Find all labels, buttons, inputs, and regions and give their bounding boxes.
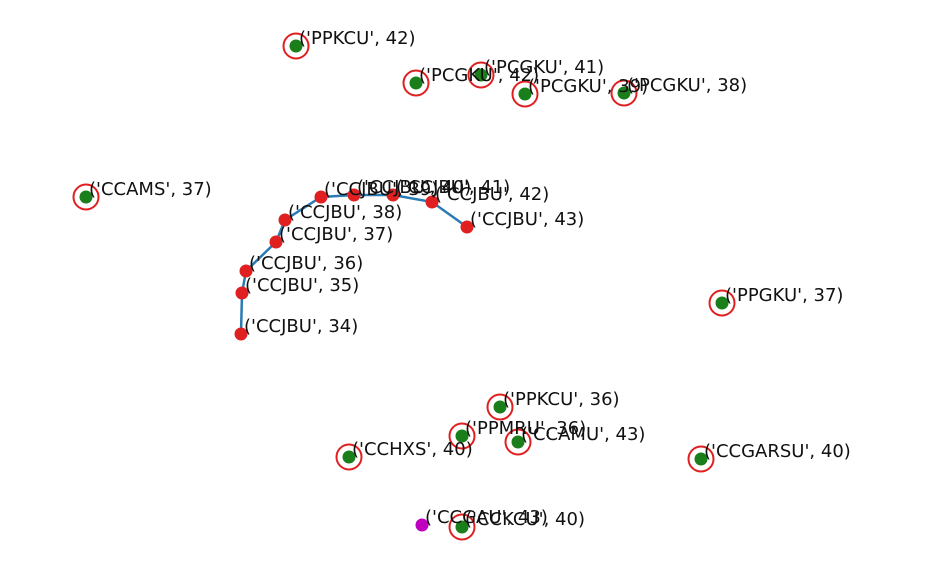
path-point-label: ('CCJBU', 35) bbox=[245, 275, 359, 296]
path-point bbox=[425, 195, 439, 209]
path-point bbox=[235, 286, 249, 300]
node-ring bbox=[708, 289, 736, 317]
node-label: ('CCAMS', 37) bbox=[89, 179, 212, 200]
node-point bbox=[474, 68, 488, 82]
path-point-label: ('CCJBU', 39) bbox=[324, 179, 438, 200]
node-label: ('CCAMU', 43) bbox=[521, 424, 645, 445]
node-label: ('PPMRU', 36) bbox=[465, 418, 586, 439]
node-point bbox=[79, 190, 93, 204]
special-point bbox=[415, 518, 429, 532]
node-label: ('PCGKU', 38) bbox=[627, 75, 747, 96]
node-point bbox=[409, 76, 423, 90]
node-label: ('PPKCU', 36) bbox=[503, 389, 620, 410]
path-point-label: ('CCJBU', 42) bbox=[435, 184, 549, 205]
path-point bbox=[314, 190, 328, 204]
path-point bbox=[386, 188, 400, 202]
node-ring bbox=[504, 428, 532, 456]
node-point bbox=[455, 520, 469, 534]
node-ring bbox=[511, 80, 539, 108]
path-point bbox=[347, 188, 361, 202]
path-point bbox=[460, 220, 474, 234]
path-point-label: ('CCJBU', 40) bbox=[357, 177, 471, 198]
node-label: ('PCGKU', 42) bbox=[419, 65, 539, 86]
special-point-label: ('CCGAU', 43) bbox=[425, 507, 548, 528]
path-point bbox=[278, 213, 292, 227]
node-point bbox=[493, 400, 507, 414]
path-point bbox=[239, 264, 253, 278]
node-ring bbox=[448, 513, 476, 541]
node-ring bbox=[467, 61, 495, 89]
label-layer: ('PPKCU', 42)('PCGKU', 42)('PCGKU', 41)(… bbox=[89, 28, 851, 530]
path-point-label: ('CCJBU', 41) bbox=[396, 177, 510, 198]
node-point bbox=[455, 429, 469, 443]
node-point bbox=[511, 435, 525, 449]
node-label: ('PPKCU', 42) bbox=[299, 28, 416, 49]
node-point bbox=[342, 450, 356, 464]
node-layer bbox=[72, 32, 736, 541]
path-point bbox=[234, 327, 248, 341]
node-ring bbox=[402, 69, 430, 97]
node-ring bbox=[335, 443, 363, 471]
node-point bbox=[694, 452, 708, 466]
path-line bbox=[239, 193, 468, 335]
path-point bbox=[269, 235, 283, 249]
node-label: ('CCKCU', 40) bbox=[465, 509, 585, 530]
node-ring bbox=[687, 445, 715, 473]
special-point-layer bbox=[415, 518, 429, 532]
node-label: ('PPGKU', 37) bbox=[725, 285, 843, 306]
path-point-label: ('CCJBU', 43) bbox=[470, 209, 584, 230]
node-label: ('PCGKU', 41) bbox=[484, 57, 604, 78]
node-ring bbox=[448, 422, 476, 450]
node-label: ('PCGKU', 39) bbox=[528, 76, 648, 97]
node-ring bbox=[72, 183, 100, 211]
node-point bbox=[289, 39, 303, 53]
node-point bbox=[617, 86, 631, 100]
path-point-label: ('CCJBU', 37) bbox=[279, 224, 393, 245]
node-ring bbox=[486, 393, 514, 421]
path-point-label: ('CCJBU', 38) bbox=[288, 202, 402, 223]
path-point-layer bbox=[234, 188, 474, 341]
node-ring bbox=[282, 32, 310, 60]
path-point-label: ('CCJBU', 34) bbox=[244, 316, 358, 337]
path-point-label: ('CCJBU', 36) bbox=[249, 253, 363, 274]
node-point bbox=[715, 296, 729, 310]
node-ring bbox=[610, 79, 638, 107]
node-label: ('CCGARSU', 40) bbox=[704, 441, 851, 462]
node-point bbox=[518, 87, 532, 101]
node-label: ('CCHXS', 40) bbox=[352, 439, 473, 460]
